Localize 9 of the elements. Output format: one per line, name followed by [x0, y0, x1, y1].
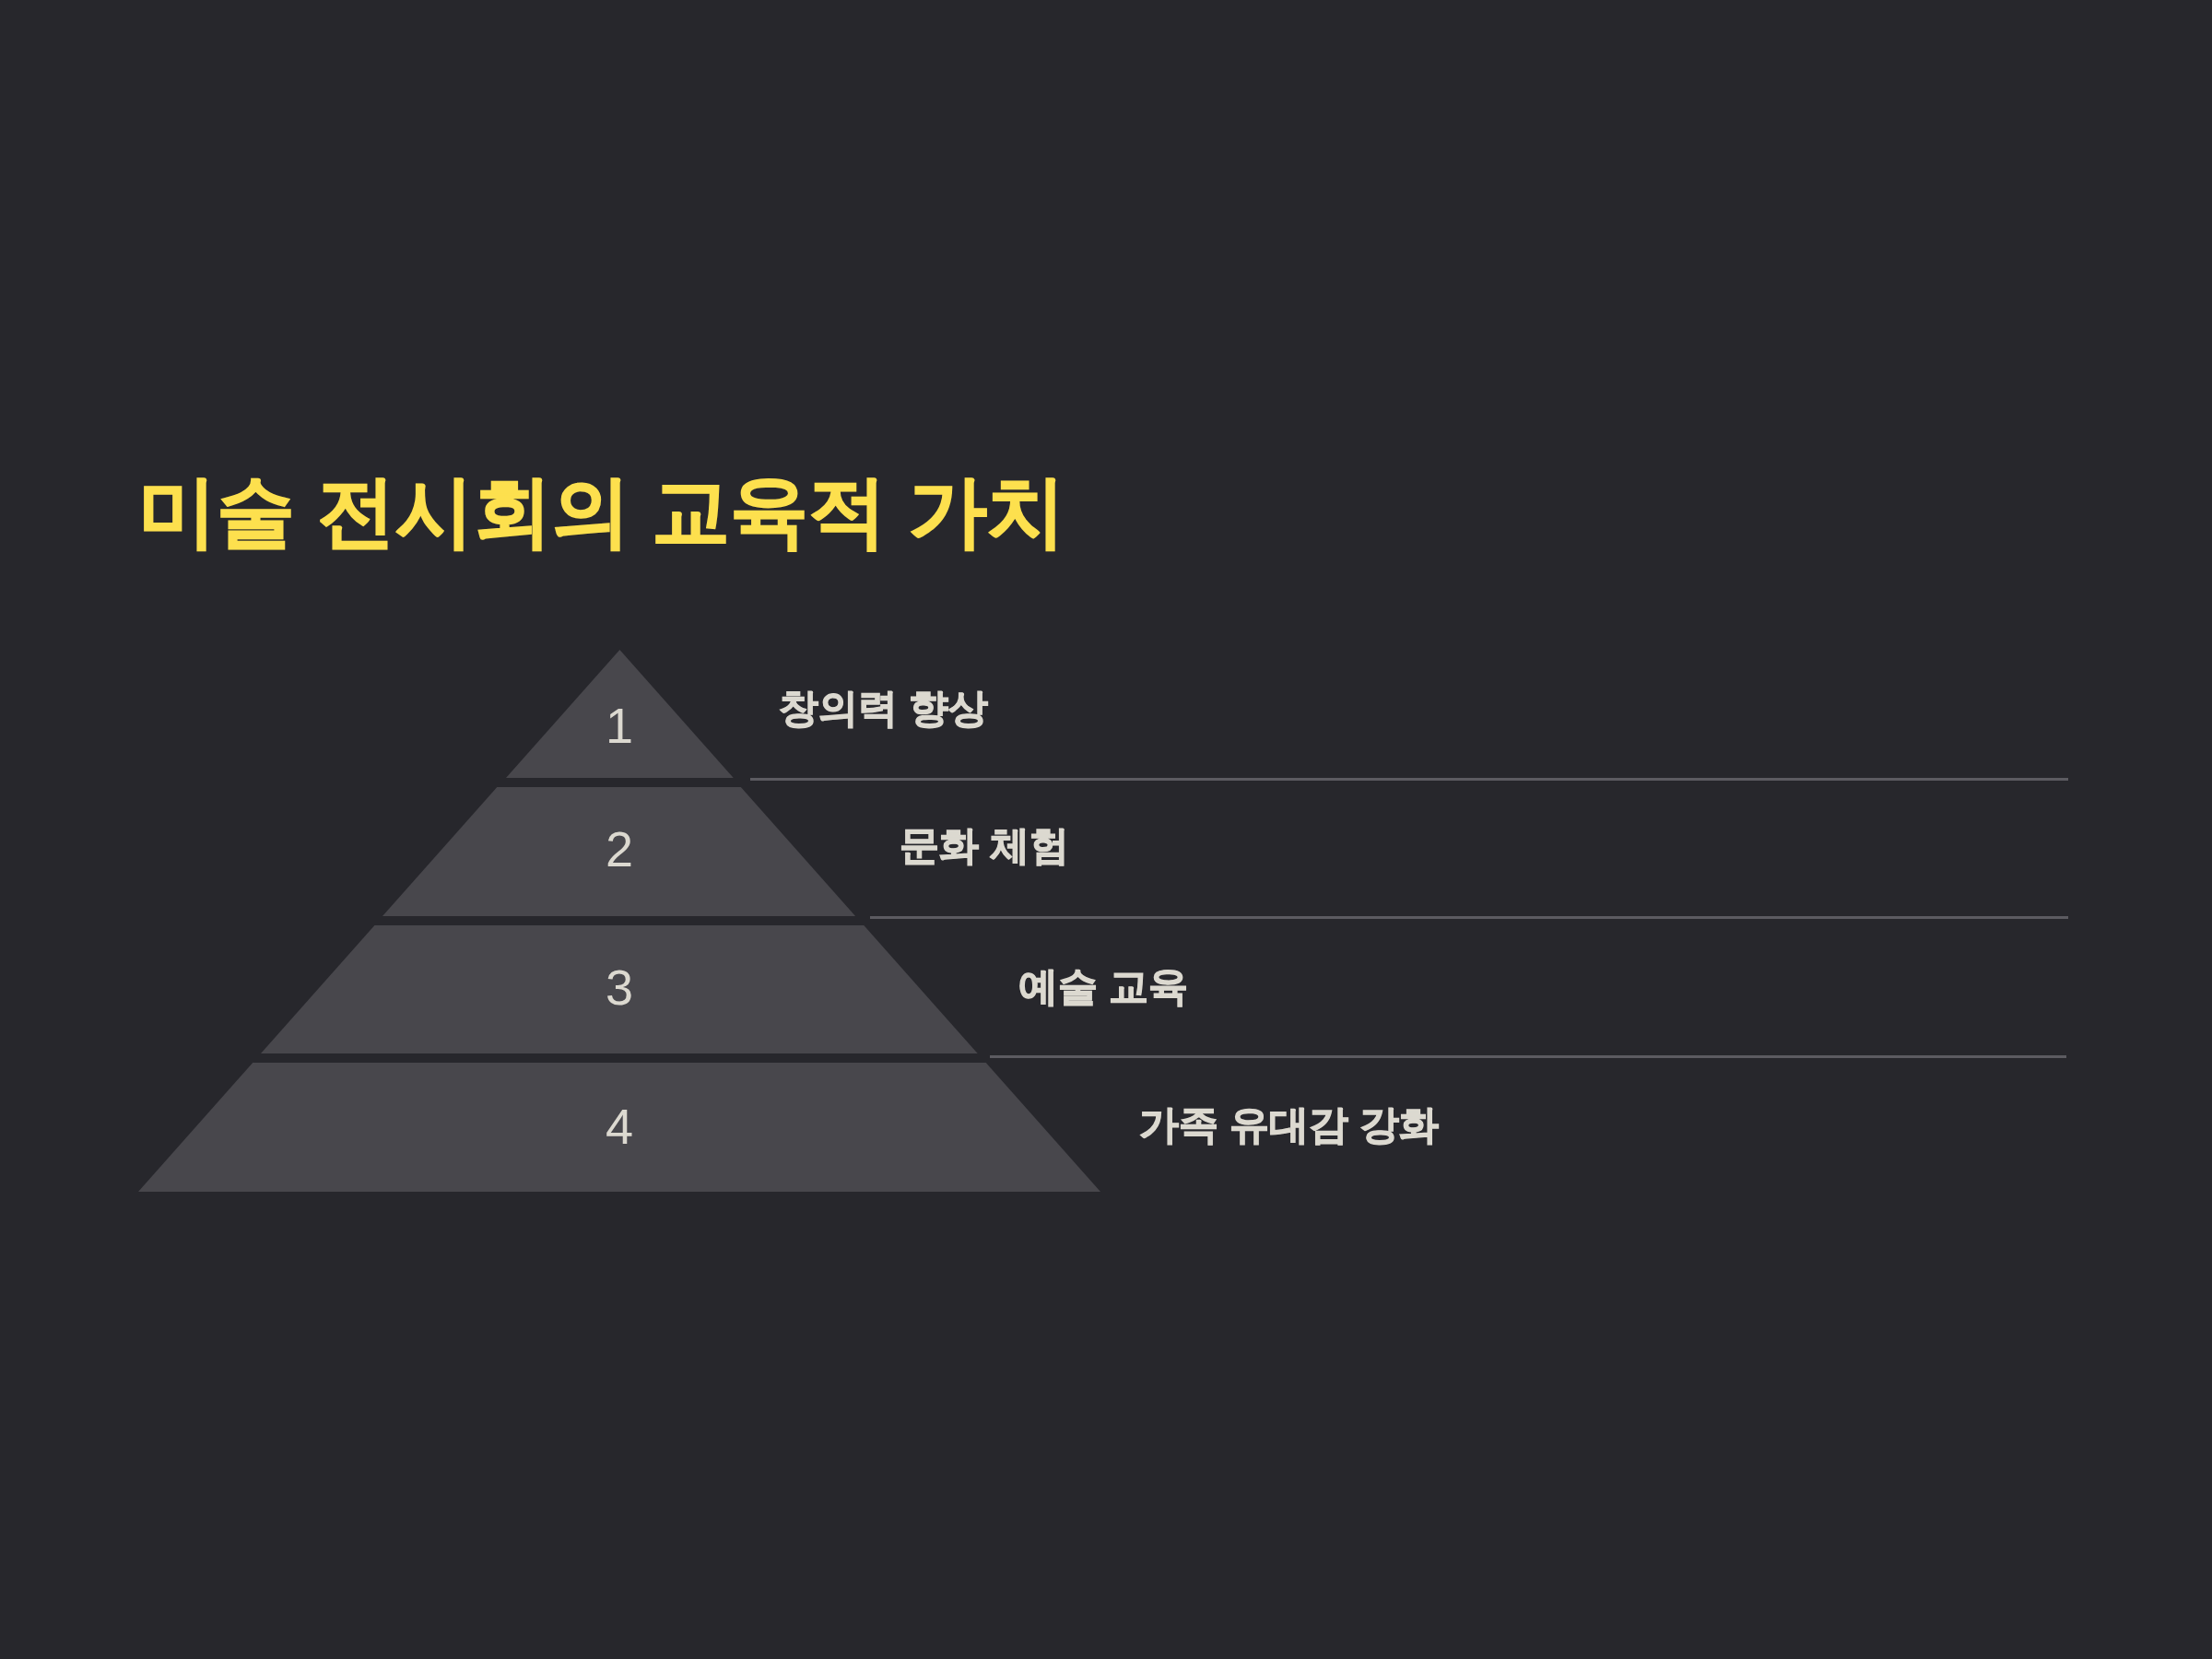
title: 미술 전시회의 교육적 가치 — [138, 468, 1065, 555]
layer-label: 예술 교육 — [1018, 966, 1188, 1006]
layer-number: 2 — [606, 824, 634, 874]
layer-label: 문화 체험 — [900, 825, 1069, 865]
layer-number: 3 — [606, 962, 634, 1012]
layer-number: 4 — [606, 1101, 634, 1151]
layer-number: 1 — [606, 700, 634, 750]
layer-label: 창의력 향상 — [779, 688, 988, 728]
layer-label: 가족 유대감 강화 — [1139, 1104, 1439, 1145]
